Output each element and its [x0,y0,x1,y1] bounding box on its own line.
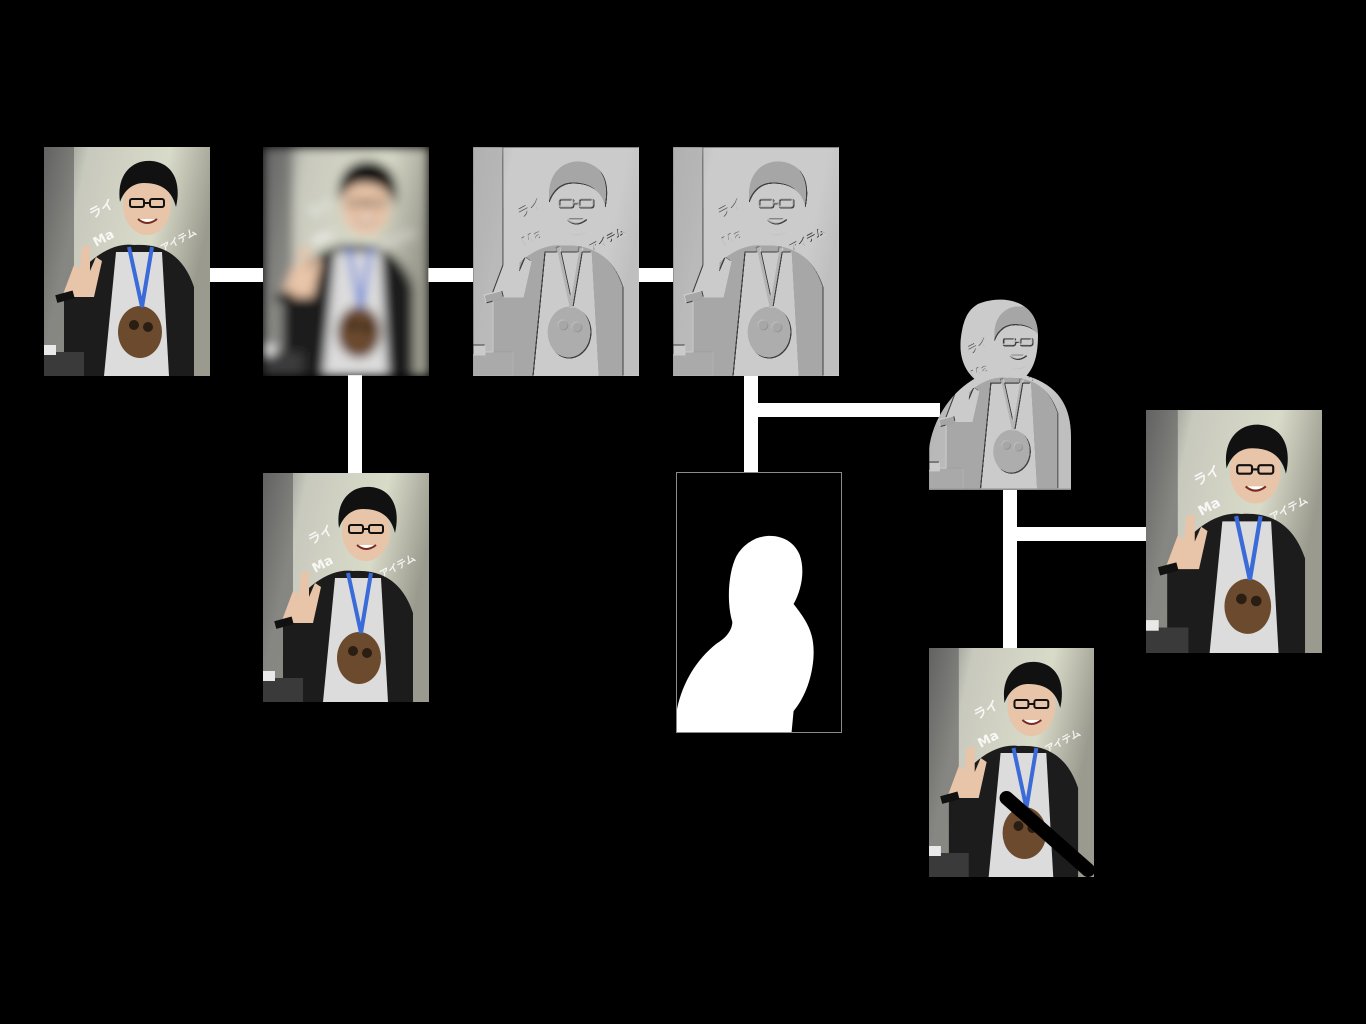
photo-result [1146,410,1322,653]
connector-blurred-sharp [348,375,362,473]
photo-edge-1 [473,147,639,376]
connector-original-blurred [209,268,263,282]
photo-sharp-copy [263,473,429,702]
connector-edge2-mask [744,375,758,473]
silhouette-mask [676,472,842,733]
connector-edge2-masked [744,403,940,417]
photo-masked-edge [929,294,1071,490]
photo-edge-2 [673,147,839,376]
connector-masked-result [1003,527,1146,541]
photo-result-streak [929,648,1094,877]
connector-blurred-edge1 [428,268,473,282]
connector-edge1-edge2 [638,268,674,282]
connector-masked-down [1003,488,1017,650]
photo-blurred [263,147,429,376]
photo-original [44,147,210,376]
